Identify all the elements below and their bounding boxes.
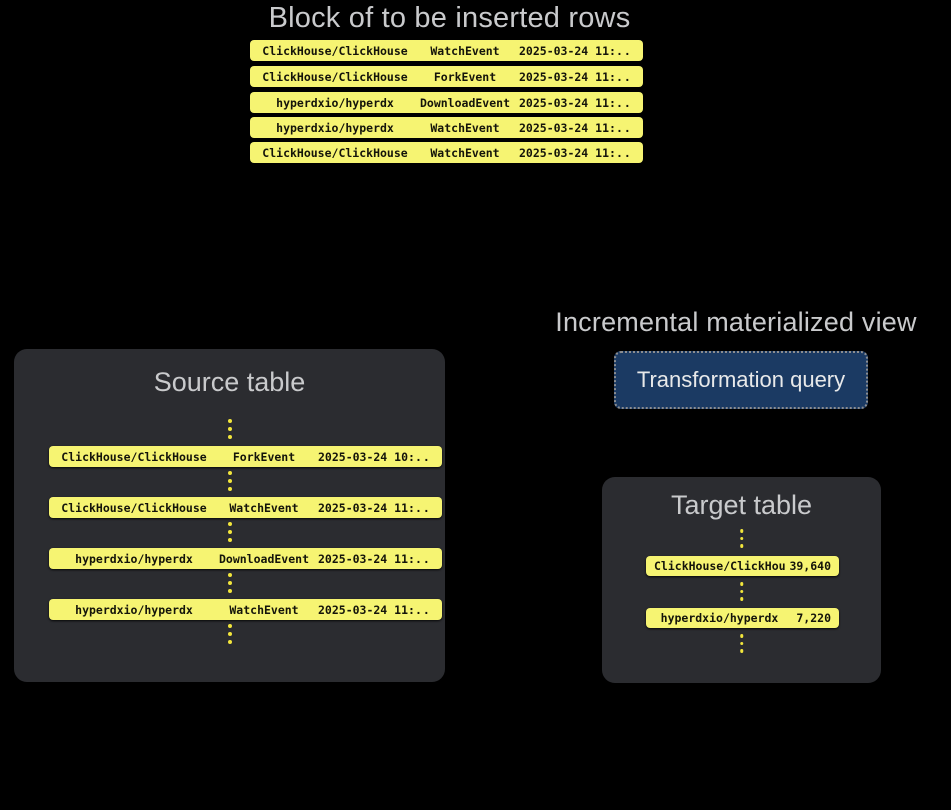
row-event-cell: WatchEvent [430,145,500,160]
row-more-cell: ... [616,145,634,160]
target-table-row: hyperdxio/hyperdx 7,220 [646,608,839,628]
target-table-panel: Target table ClickHouse/ClickHouse 39,64… [602,477,881,683]
vertical-ellipsis-icon [227,522,232,542]
source-table-panel: Source table ClickHouse/ClickHouse ForkE… [14,349,445,682]
row-repo-cell: hyperdxio/hyperdx [660,611,779,625]
row-more-cell: ... [415,551,433,566]
row-timestamp-cell: 2025-03-24 11:32:54 [318,500,415,515]
row-timestamp-cell: 2025-03-24 11:35:52 [519,120,616,135]
row-timestamp-cell: 2025-03-24 10:25:00 [318,449,415,464]
row-timestamp-cell: 2025-03-24 11:35:48 [519,95,616,110]
row-timestamp-cell: 2025-03-24 11:35:44 [519,69,616,84]
row-count-cell: 39,640 [789,559,831,573]
vertical-ellipsis-icon [739,529,744,548]
source-table-title: Source table [153,367,306,397]
block-row: ClickHouse/ClickHouse ForkEvent 2025-03-… [250,66,643,87]
row-event-cell: ForkEvent [232,449,296,464]
row-event-cell: DownloadEvent [419,95,510,110]
source-table-row: hyperdxio/hyperdx DownloadEvent 2025-03-… [49,548,442,569]
row-more-cell: ... [616,43,634,58]
vertical-ellipsis-icon [227,471,232,491]
block-row: ClickHouse/ClickHouse WatchEvent 2025-03… [250,40,643,61]
row-timestamp-cell: 2025-03-24 11:35:54 [519,145,616,160]
row-more-cell: ... [616,69,634,84]
row-event-cell: DownloadEvent [218,551,309,566]
source-table-row: ClickHouse/ClickHouse ForkEvent 2025-03-… [49,446,442,467]
row-repo-cell: hyperdxio/hyperdx [75,602,193,617]
row-count-cell: 7,220 [796,611,831,625]
row-more-cell: ... [616,95,634,110]
incremental-materialized-view-title: Incremental materialized view [555,307,917,337]
row-repo-cell: ClickHouse/ClickHouse [262,145,408,160]
row-timestamp-cell: 2025-03-24 11:28:32 [318,602,415,617]
row-repo-cell: ClickHouse/ClickHouse [61,500,207,515]
block-of-rows-title: Block of to be inserted rows [268,2,631,34]
row-event-cell: WatchEvent [430,120,500,135]
row-repo-cell: ClickHouse/ClickHouse [654,559,785,573]
row-repo-cell: hyperdxio/hyperdx [75,551,193,566]
block-row: hyperdxio/hyperdx WatchEvent 2025-03-24 … [250,117,643,138]
row-repo-cell: hyperdxio/hyperdx [276,120,394,135]
row-timestamp-cell: 2025-03-24 11:35:40 [519,43,616,58]
row-repo-cell: ClickHouse/ClickHouse [61,449,207,464]
target-table-title: Target table [670,490,813,520]
row-more-cell: ... [415,602,433,617]
vertical-ellipsis-icon [227,624,232,644]
vertical-ellipsis-icon [739,582,744,601]
row-timestamp-cell: 2025-03-24 11:20:12 [318,551,415,566]
transformation-query-box[interactable]: Transformation query [614,351,868,409]
vertical-ellipsis-icon [227,573,232,593]
row-event-cell: ForkEvent [433,69,497,84]
transformation-query-label: Transformation query [636,367,846,392]
block-row: ClickHouse/ClickHouse WatchEvent 2025-03… [250,142,643,163]
row-more-cell: ... [415,449,433,464]
row-event-cell: WatchEvent [229,602,299,617]
row-repo-cell: ClickHouse/ClickHouse [262,69,408,84]
row-repo-cell: hyperdxio/hyperdx [276,95,394,110]
row-event-cell: WatchEvent [430,43,500,58]
target-table-row: ClickHouse/ClickHouse 39,640 [646,556,839,576]
vertical-ellipsis-icon [227,419,232,439]
block-row: hyperdxio/hyperdx DownloadEvent 2025-03-… [250,92,643,113]
vertical-ellipsis-icon [739,634,744,653]
row-more-cell: ... [415,500,433,515]
source-table-row: ClickHouse/ClickHouse WatchEvent 2025-03… [49,497,442,518]
row-event-cell: WatchEvent [229,500,299,515]
row-more-cell: ... [616,120,634,135]
row-repo-cell: ClickHouse/ClickHouse [262,43,408,58]
source-table-row: hyperdxio/hyperdx WatchEvent 2025-03-24 … [49,599,442,620]
